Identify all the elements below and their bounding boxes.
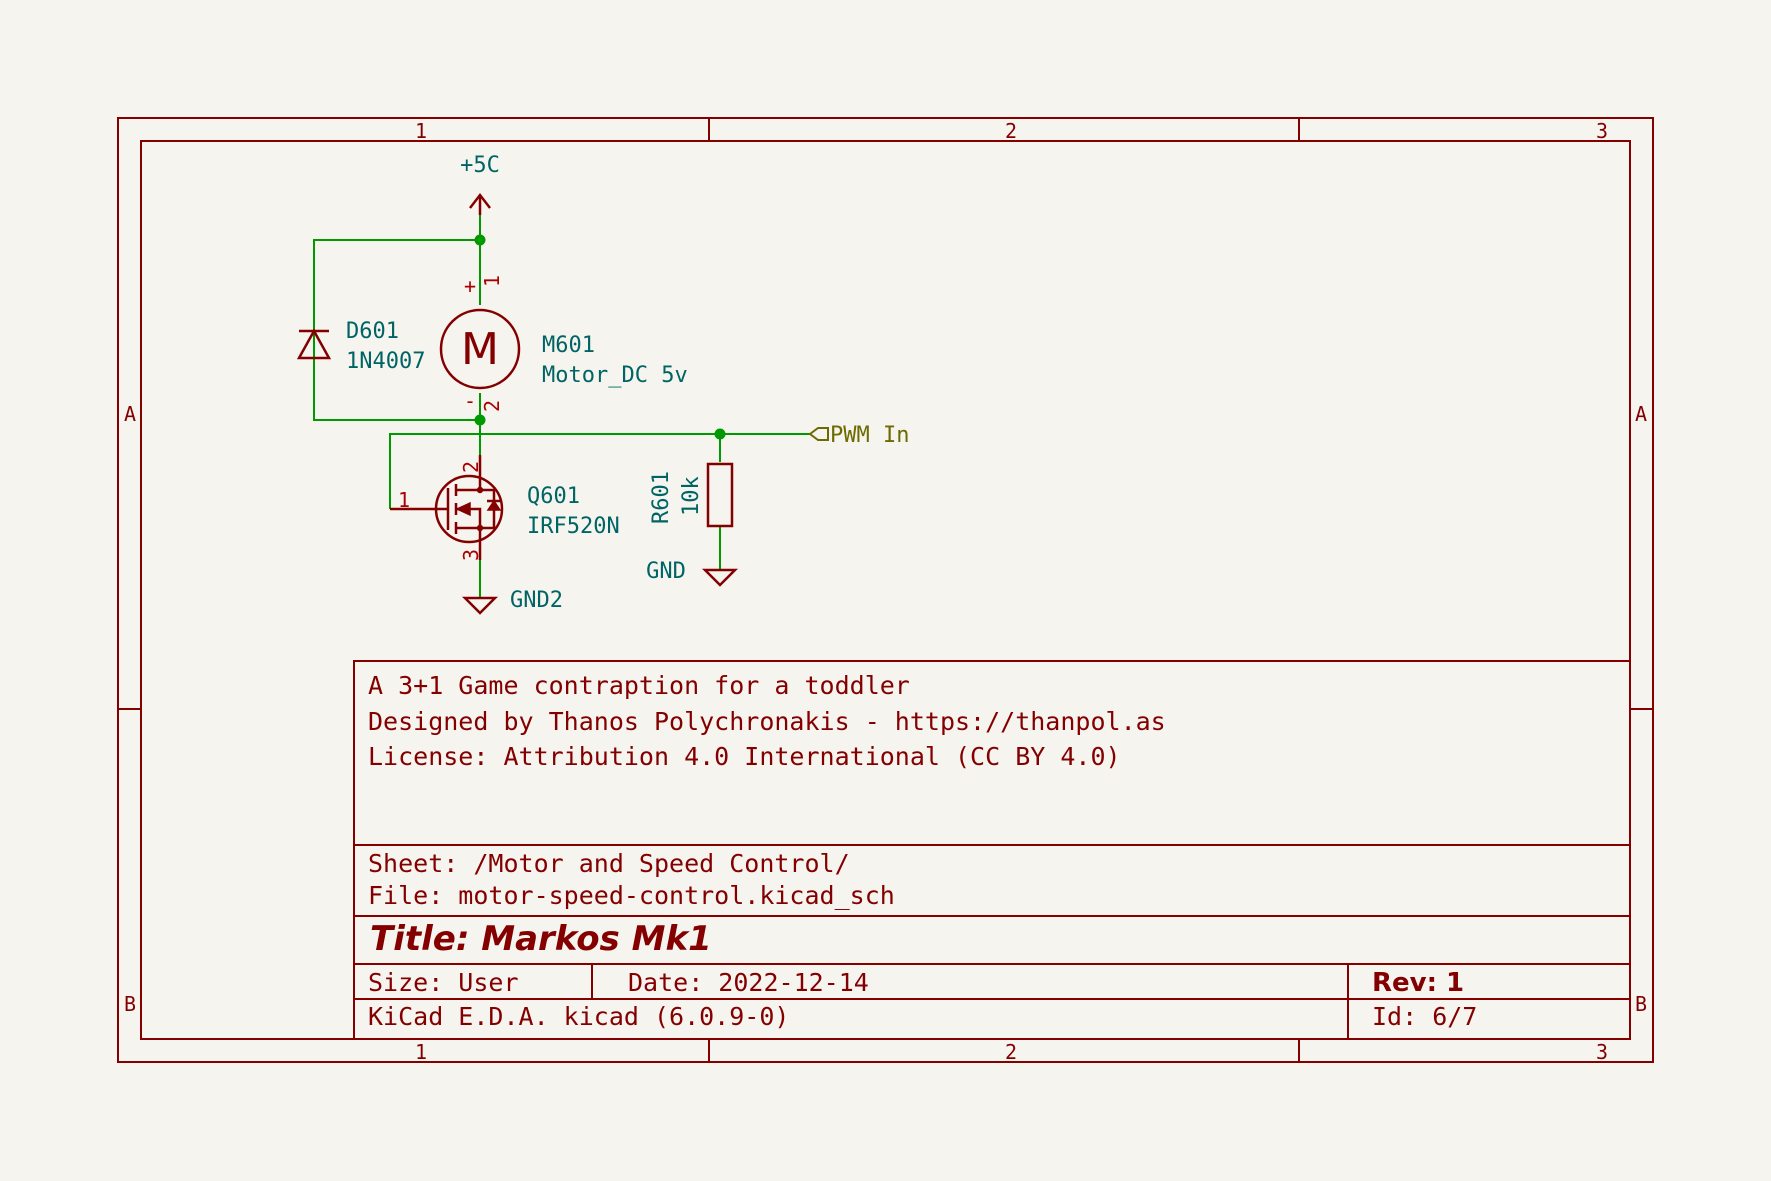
gnd-label: GND <box>646 559 686 584</box>
diode-value: 1N4007 <box>346 349 425 374</box>
mosfet-value: IRF520N <box>527 514 620 539</box>
title-block-id: Id: 6/7 <box>1372 1002 1477 1031</box>
motor-m601[interactable]: M + - 1 2 M601 Motor_DC 5v <box>439 274 688 413</box>
title-block-title: Title: Markos Mk1 <box>370 919 712 959</box>
mosfet-pin3: 3 <box>459 549 483 561</box>
zone-labels: 1 2 3 1 2 3 A B A B <box>124 119 1647 1064</box>
motor-symbol-letter: M <box>461 324 499 375</box>
mosfet-ref: Q601 <box>527 484 580 509</box>
title-block-date: Date: 2022-12-14 <box>628 968 869 997</box>
vcc-label: +5C <box>460 153 500 178</box>
title-block-size: Size: User <box>368 968 519 997</box>
zone-row-b-right: B <box>1635 992 1647 1016</box>
motor-value: Motor_DC 5v <box>542 363 688 388</box>
zone-col-3-top: 3 <box>1596 119 1608 143</box>
zone-row-a-right: A <box>1635 402 1647 426</box>
zone-row-a-left: A <box>124 402 136 426</box>
junction-vcc <box>474 234 486 246</box>
junction-pwm <box>714 428 726 440</box>
mosfet-pin1: 1 <box>398 488 410 512</box>
gnd2-label: GND2 <box>510 588 563 613</box>
motor-plus-mark: + <box>464 274 476 298</box>
zone-row-b-left: B <box>124 992 136 1016</box>
mosfet-q601[interactable]: 1 2 3 Q601 IRF520N <box>390 455 620 561</box>
motor-ref: M601 <box>542 333 595 358</box>
title-block: A 3+1 Game contraption for a toddler Des… <box>353 660 1631 1040</box>
title-block-comment-2: Designed by Thanos Polychronakis - https… <box>368 707 1166 736</box>
mosfet-pin2: 2 <box>459 461 483 473</box>
junction-motor-minus <box>474 414 486 426</box>
net-label-pwm-in[interactable]: PWM In <box>808 423 909 448</box>
zone-col-3-bottom: 3 <box>1596 1040 1608 1064</box>
title-block-comment-3: License: Attribution 4.0 International (… <box>368 742 1121 771</box>
gnd-power-symbol[interactable]: GND <box>646 559 739 587</box>
diode-ref: D601 <box>346 319 399 344</box>
zone-col-2-top: 2 <box>1005 119 1017 143</box>
zone-col-2-bottom: 2 <box>1005 1040 1017 1064</box>
title-block-file: File: motor-speed-control.kicad_sch <box>368 881 895 910</box>
title-block-tool: KiCad E.D.A. kicad (6.0.9-0) <box>368 1002 789 1031</box>
motor-pin2: 2 <box>480 400 504 412</box>
zone-col-1-bottom: 1 <box>415 1040 427 1064</box>
pwm-in-label: PWM In <box>830 423 909 448</box>
resistor-value: 10k <box>679 476 704 516</box>
title-block-sheet: Sheet: /Motor and Speed Control/ <box>368 849 850 878</box>
zone-col-1-top: 1 <box>415 119 427 143</box>
junctions <box>474 234 726 440</box>
vcc-power-symbol[interactable]: +5C <box>460 153 500 215</box>
title-block-comment-1: A 3+1 Game contraption for a toddler <box>368 671 910 700</box>
motor-pin1: 1 <box>480 275 504 287</box>
sheet-frame <box>117 117 1654 1063</box>
diode-d601[interactable]: D601 1N4007 <box>296 319 425 374</box>
title-block-rev: Rev: 1 <box>1372 968 1464 998</box>
resistor-r601[interactable]: R601 10k <box>649 462 734 528</box>
motor-minus-mark: - <box>464 389 476 413</box>
resistor-ref: R601 <box>649 471 674 524</box>
gnd2-power-symbol[interactable]: GND2 <box>461 588 563 615</box>
